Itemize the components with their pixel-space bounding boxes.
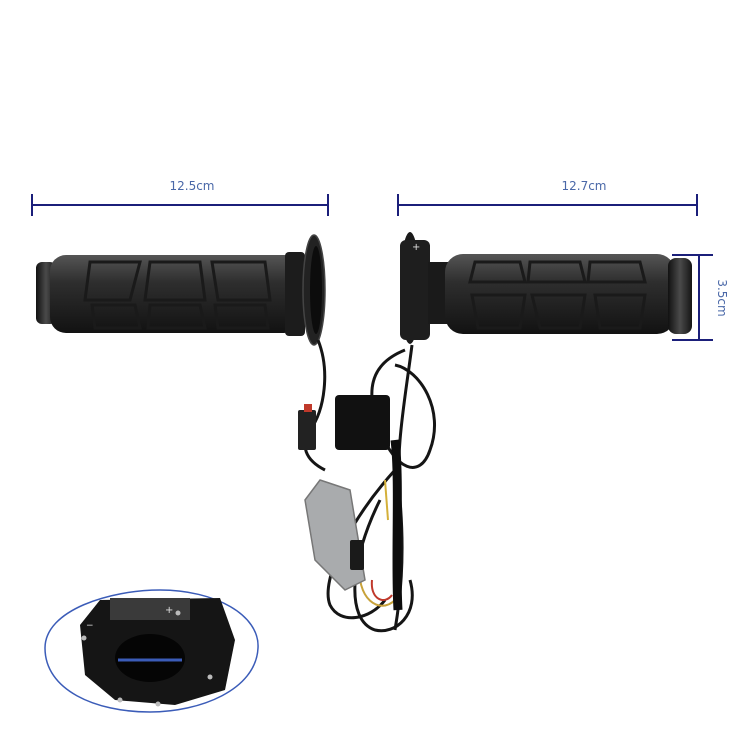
right-length-dimension xyxy=(397,194,698,216)
right-grip: + xyxy=(400,232,692,344)
mounting-bracket xyxy=(304,479,366,591)
left-grip xyxy=(36,234,326,346)
diameter-dimension xyxy=(672,254,713,341)
left-length-dimension xyxy=(31,194,329,216)
controller-box xyxy=(335,395,390,450)
right-length-label: 12.7cm xyxy=(561,179,606,193)
switch-detail-inset: + − xyxy=(44,589,259,713)
inset-plus-mark: + xyxy=(165,605,173,616)
diameter-label: 3.5cm xyxy=(715,279,729,316)
connector-plug xyxy=(298,410,316,450)
left-length-label: 12.5cm xyxy=(169,179,214,193)
plus-mark: + xyxy=(412,242,420,253)
inset-minus-mark: − xyxy=(86,621,94,631)
